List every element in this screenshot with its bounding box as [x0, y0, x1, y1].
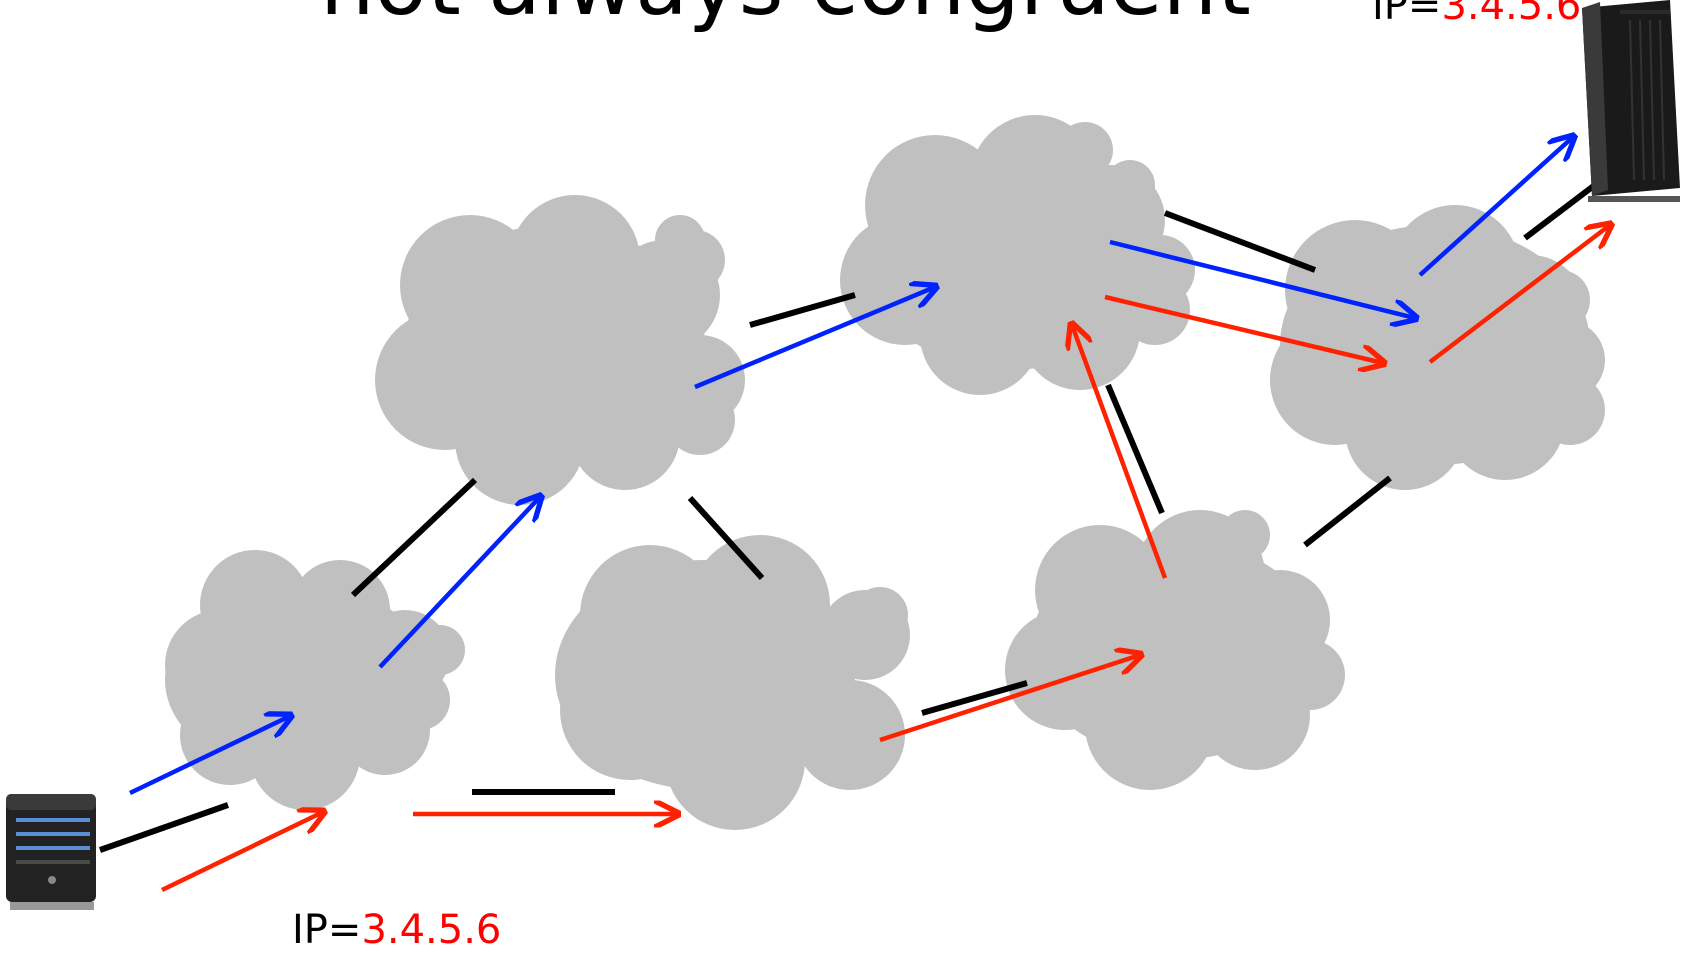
source-ip-value: 3.4.5.6	[361, 907, 502, 953]
red-arrow-5	[1104, 294, 1383, 363]
link-source-to-bottom-left	[99, 802, 229, 853]
blue-arrow-1	[129, 716, 290, 796]
dest-ip-value: 3.4.5.6	[1441, 0, 1582, 29]
link-bottom-middle-to-bottom-right	[921, 680, 1028, 716]
cloud-right	[1270, 205, 1605, 490]
cloud-bottom-left	[165, 550, 465, 810]
slide-title: not always congruent	[320, 0, 1251, 28]
red-path	[161, 225, 1610, 893]
source-ip-prefix: IP=	[292, 907, 362, 953]
source-server-icon	[6, 794, 96, 910]
blue-arrow-5	[1418, 137, 1573, 277]
blue-arrow-2	[378, 497, 540, 669]
link-upper-left-to-top-center	[749, 292, 856, 328]
red-arrow-4	[1072, 325, 1168, 579]
cloud-top-center	[840, 115, 1195, 395]
link-bottom-right-to-top-center	[1105, 383, 1165, 515]
link-top-center-to-right	[1163, 210, 1317, 273]
link-upper-left-to-bottom-middle	[687, 495, 765, 581]
red-arrow-1	[161, 812, 323, 893]
blue-path	[129, 137, 1573, 796]
dest-ip-label: IP=3.4.5.6	[1372, 0, 1581, 26]
cloud-bottom-middle	[555, 535, 910, 830]
red-arrow-3	[879, 655, 1140, 743]
cloud-bottom-right	[1005, 510, 1345, 790]
cloud-upper-left	[375, 195, 745, 505]
network-links	[99, 172, 1610, 853]
source-ip-label: IP=3.4.5.6	[292, 910, 501, 950]
blue-arrow-4	[1109, 239, 1415, 318]
dest-ip-prefix: IP=	[1372, 0, 1442, 29]
link-bottom-right-to-right	[1303, 475, 1392, 548]
red-arrow-6	[1428, 225, 1610, 364]
dest-tower-server-icon	[1582, 0, 1680, 202]
blue-arrow-3	[694, 287, 935, 390]
link-bottom-left-to-upper-left	[350, 477, 478, 598]
